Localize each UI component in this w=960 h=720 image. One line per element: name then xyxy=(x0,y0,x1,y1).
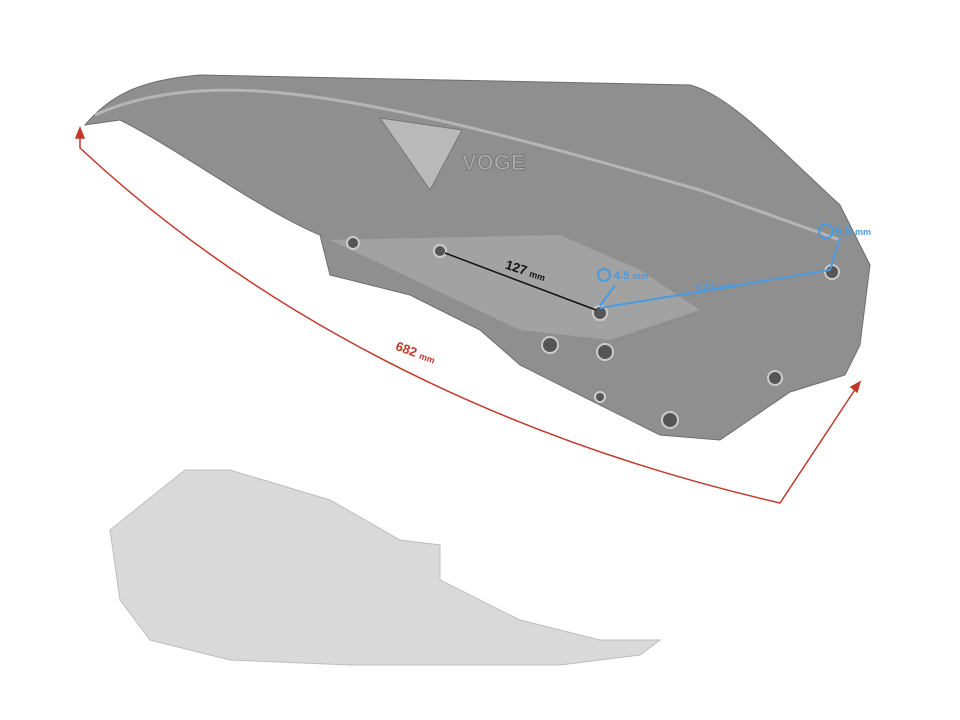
side-panel-inner xyxy=(109,469,662,666)
diameter-right-value: 6.5 xyxy=(835,224,852,238)
hole-spacing-black-line xyxy=(444,252,597,311)
diameter-right-unit: mm xyxy=(855,227,872,237)
hole-spacing-blue-line xyxy=(597,223,841,309)
hole-diameter-left-label: 4.5 mm xyxy=(614,270,648,282)
spacing-blue-value: 177 xyxy=(694,280,717,297)
panel-highlight xyxy=(94,88,841,242)
diameter-left-unit: mm xyxy=(632,271,649,281)
diameter-left-value: 4.5 xyxy=(614,270,630,282)
voge-logo: VOGE xyxy=(378,117,526,191)
length-dimension-line xyxy=(74,125,862,504)
hole-diameter-right-label: 6.5 mm xyxy=(835,224,871,238)
mounting-holes xyxy=(346,236,840,429)
brand-text: VOGE xyxy=(462,150,526,175)
spacing-blue-unit: mm xyxy=(717,280,736,293)
